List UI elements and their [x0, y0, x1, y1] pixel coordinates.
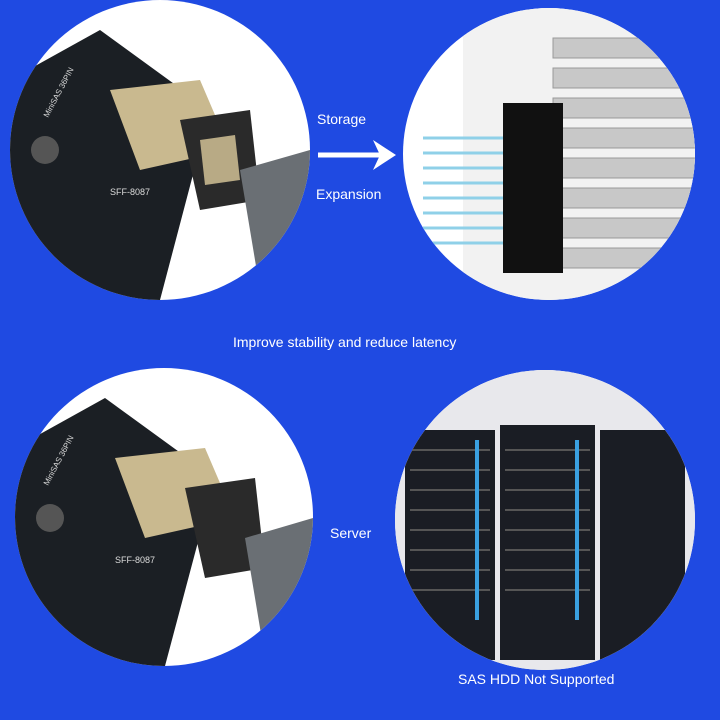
drive-stack-photo [403, 8, 695, 300]
server-label: Server [330, 525, 372, 541]
storage-label: Storage [317, 111, 367, 127]
server-rack-photo [395, 370, 695, 670]
silk-port-label: SFF-8087 [110, 187, 150, 197]
adapter-card-illustration: MiniSAS 36PIN SFF-8087 [10, 30, 310, 300]
sas-unsupported-note: SAS HDD Not Supported [458, 671, 615, 687]
hdd-stack-illustration [423, 8, 695, 300]
server-rack-illustration [395, 370, 695, 670]
card-photo-top: MiniSAS 36PIN SFF-8087 [10, 0, 310, 300]
middle-caption: Improve stability and reduce latency [233, 334, 457, 350]
adapter-card-illustration: MiniSAS 36PIN SFF-8087 [15, 398, 313, 666]
arrow-right-icon [318, 140, 396, 170]
card-photo-bottom: MiniSAS 36PIN SFF-8087 [15, 368, 313, 666]
expansion-label: Expansion [316, 186, 382, 202]
silk-port-label: SFF-8087 [115, 555, 155, 565]
